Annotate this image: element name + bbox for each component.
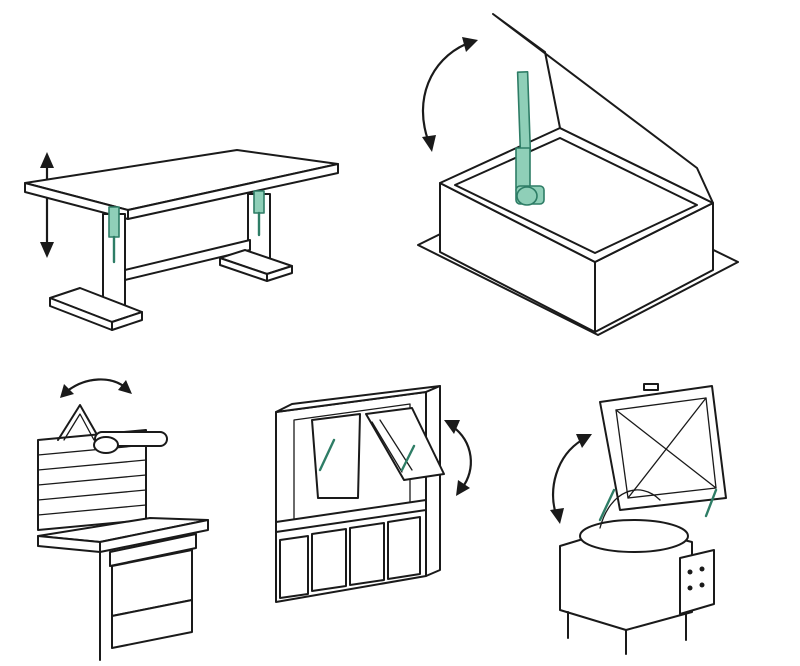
gas-strut-rod	[516, 71, 532, 153]
kettle-opening	[579, 519, 689, 553]
box-lid	[492, 13, 714, 204]
height-adjustable-table-figure	[24, 149, 339, 331]
gas-spring-back	[253, 190, 265, 214]
rotation-arrow-icon	[421, 37, 478, 152]
cabinet-lift-door-right	[365, 407, 445, 481]
rotation-arrow-icon	[444, 420, 472, 496]
tilting-kettle-figure	[550, 383, 727, 655]
hinged-lid-box-figure	[417, 13, 739, 336]
gas-spring-right	[704, 488, 718, 518]
rotation-arrow-icon	[550, 434, 592, 524]
kettle-lid-handle	[643, 383, 659, 391]
cabinet-counter	[275, 499, 427, 533]
kettle-control-box	[679, 549, 715, 615]
cabinet-lower-door-2	[349, 522, 385, 586]
gas-spring-front	[108, 206, 120, 238]
table-cross-beam	[124, 239, 251, 281]
cabinet-lower-door-1	[311, 528, 347, 592]
rotation-arrow-icon	[60, 378, 132, 398]
cabinet-figure	[275, 385, 472, 603]
vertical-motion-arrow-icon	[40, 152, 54, 258]
cabinet-lift-door-left	[311, 413, 361, 499]
lamp-arm	[57, 404, 101, 441]
gas-strut-body	[515, 147, 531, 191]
workbench-drawer	[109, 533, 197, 567]
kettle-lid	[599, 385, 727, 511]
gas-spring-left	[598, 488, 616, 522]
gas-spring-right	[400, 444, 416, 472]
table-top-side-edge	[127, 163, 339, 220]
gas-spring-left	[318, 438, 336, 472]
cabinet-lower-door-3	[387, 516, 421, 580]
workbench-figure	[37, 378, 209, 661]
